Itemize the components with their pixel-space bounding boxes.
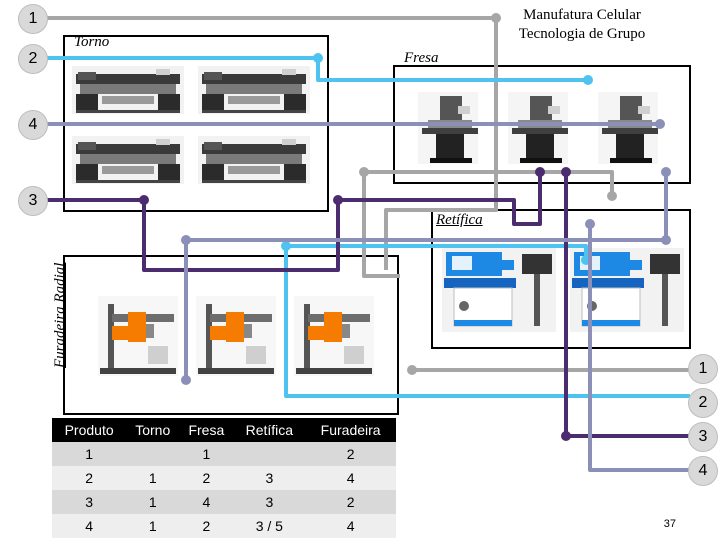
route-node	[181, 375, 191, 385]
table-cell: 3	[233, 466, 306, 490]
route-node	[583, 75, 593, 85]
table-cell: 4	[52, 514, 127, 538]
table-header-row: Produto Torno Fresa Retífica Furadeira	[52, 418, 396, 442]
routing-table: Produto Torno Fresa Retífica Furadeira 1…	[52, 418, 396, 538]
title-line-1: Manufatura Celular	[523, 7, 641, 23]
slide-title: Manufatura Celular Tecnologia de Grupo	[482, 6, 682, 44]
route-badge-left-4: 4	[18, 110, 48, 140]
route-4-path	[42, 122, 690, 472]
torno-label: Torno	[74, 34, 110, 50]
furadeira-cell-box	[63, 255, 399, 415]
table-cell: 2	[179, 514, 234, 538]
table-cell	[126, 442, 180, 466]
header-retifica: Retífica	[233, 418, 306, 442]
retifica-label: Retífica	[436, 212, 483, 228]
milling-machine	[508, 92, 568, 164]
route-node	[535, 167, 545, 177]
grinding-machine	[441, 247, 557, 333]
table-cell: 3	[52, 490, 127, 514]
table-row: 2 1 2 3 4	[52, 466, 396, 490]
route-node	[281, 241, 291, 251]
route-node	[607, 191, 617, 201]
furadeira-label: Furadeira Radial	[52, 262, 68, 368]
route-badge-right-2: 2	[688, 388, 718, 418]
route-node	[313, 53, 323, 63]
milling-machine	[418, 92, 478, 164]
table-row: 1 1 2	[52, 442, 396, 466]
table-cell: 1	[126, 490, 180, 514]
radial-drill-machine	[196, 296, 276, 376]
route-node	[655, 119, 665, 129]
table-cell: 1	[179, 442, 234, 466]
radial-drill-machine	[294, 296, 374, 376]
route-4-nodes	[181, 119, 671, 385]
route-1-path	[42, 16, 690, 372]
page-number: 37	[663, 518, 676, 530]
table-cell: 4	[305, 514, 396, 538]
route-node	[181, 235, 191, 245]
header-fresa: Fresa	[179, 418, 234, 442]
route-node	[359, 167, 369, 177]
route-node	[661, 235, 671, 245]
milling-machine	[598, 92, 658, 164]
table-cell: 4	[179, 490, 234, 514]
lathe-machine	[198, 66, 310, 114]
route-badge-right-1: 1	[688, 354, 718, 384]
route-node	[333, 195, 343, 205]
radial-drill-machine	[98, 296, 178, 376]
table-cell: 2	[305, 490, 396, 514]
lathe-machine	[72, 66, 184, 114]
route-node	[139, 195, 149, 205]
fresa-label: Fresa	[404, 50, 439, 66]
table-row: 4 1 2 3 / 5 4	[52, 514, 396, 538]
route-badge-left-3: 3	[18, 186, 48, 216]
table-cell: 3	[233, 490, 306, 514]
route-badge-right-4: 4	[688, 456, 718, 486]
header-furadeira: Furadeira	[305, 418, 396, 442]
table-cell	[233, 442, 306, 466]
route-node	[585, 219, 595, 229]
lathe-machine	[198, 136, 310, 184]
table-cell: 2	[305, 442, 396, 466]
lathe-machine	[72, 136, 184, 184]
route-node	[561, 431, 571, 441]
table-cell: 3 / 5	[233, 514, 306, 538]
route-node	[491, 13, 501, 23]
table-cell: 4	[305, 466, 396, 490]
route-1-nodes	[359, 13, 617, 375]
route-badge-left-1: 1	[18, 4, 48, 34]
table-cell: 2	[52, 466, 127, 490]
route-node	[661, 167, 671, 177]
table-cell: 1	[52, 442, 127, 466]
header-produto: Produto	[52, 418, 127, 442]
route-3-nodes	[139, 167, 571, 441]
route-node	[407, 365, 417, 375]
table-row: 3 1 4 3 2	[52, 490, 396, 514]
table-cell: 1	[126, 514, 180, 538]
header-torno: Torno	[126, 418, 180, 442]
route-badge-left-2: 2	[18, 44, 48, 74]
route-badge-right-3: 3	[688, 422, 718, 452]
route-node	[561, 167, 571, 177]
retifica-cell-box	[431, 209, 691, 349]
title-line-2: Tecnologia de Grupo	[518, 26, 646, 42]
table-cell: 1	[126, 466, 180, 490]
table-cell: 2	[179, 466, 234, 490]
